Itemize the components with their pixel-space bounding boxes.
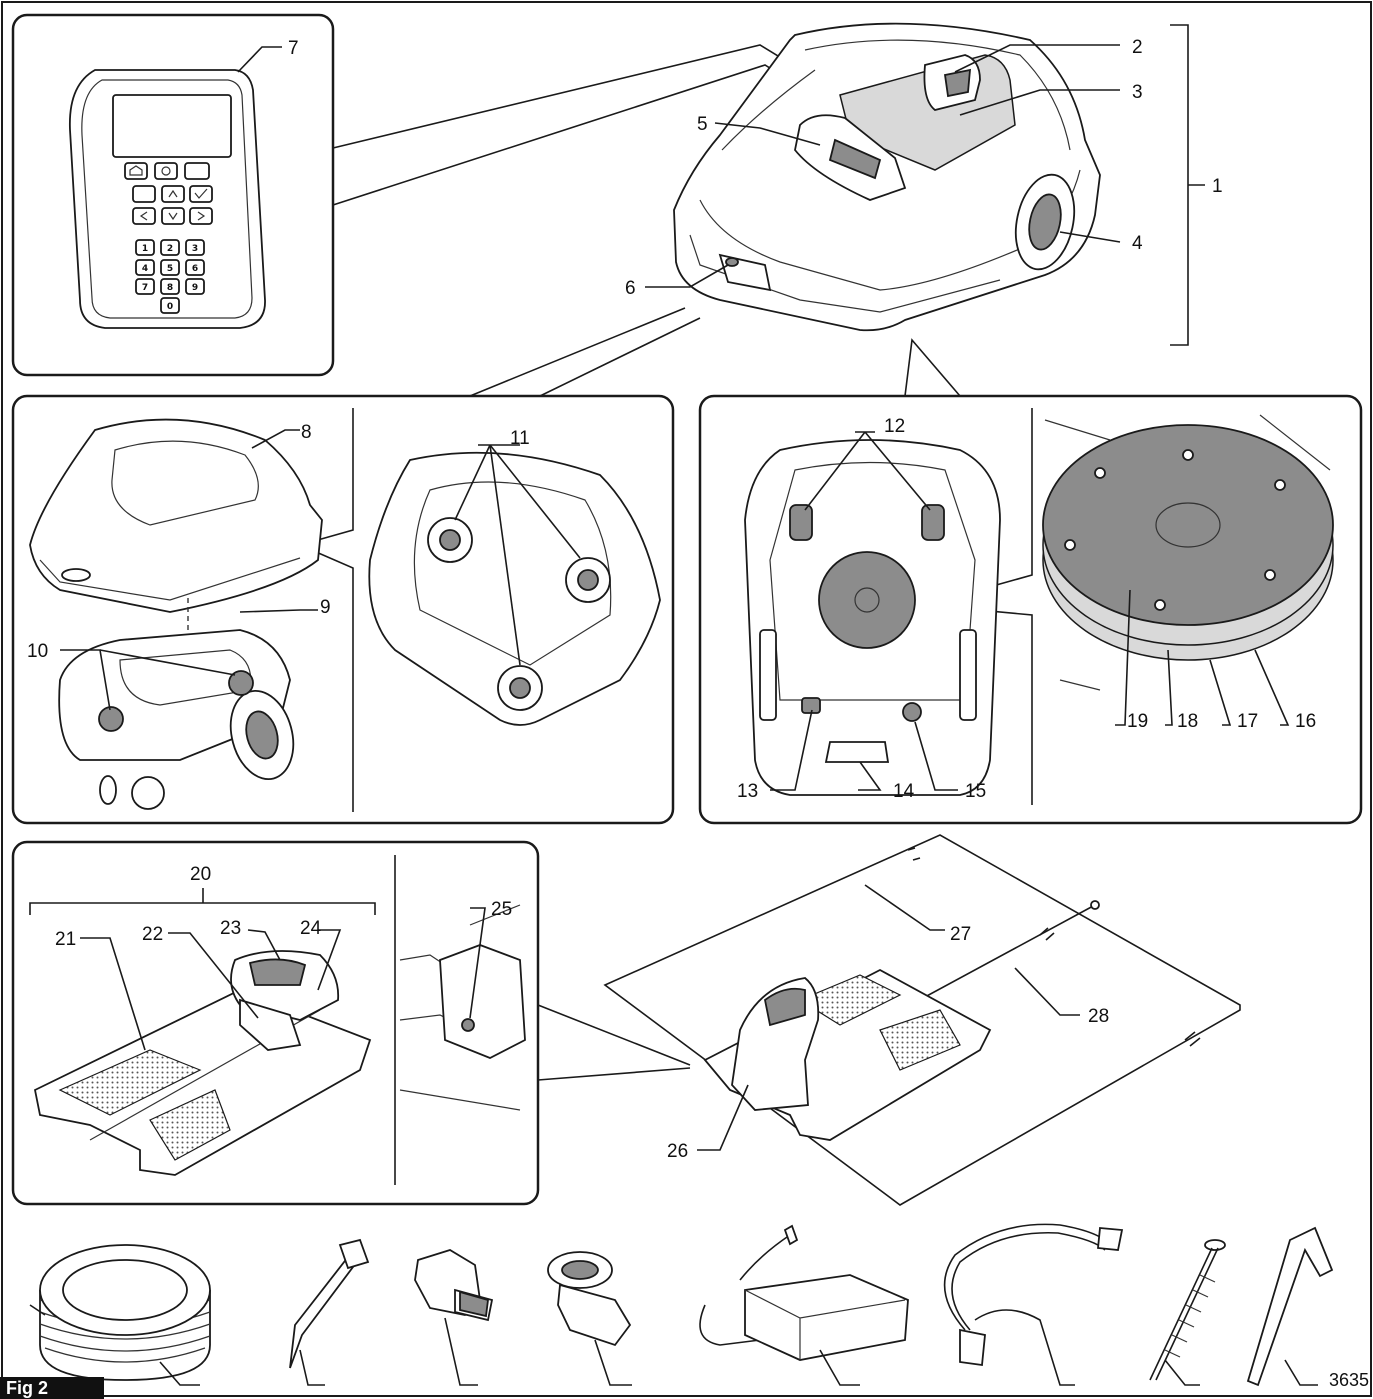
keypad-display — [112, 94, 232, 158]
callout-26: 26 — [667, 1141, 688, 1162]
left-key — [132, 207, 156, 225]
coupler — [547, 1251, 632, 1386]
blade-disc — [818, 551, 916, 649]
installation-overview: 27 28 26 — [603, 834, 1241, 1206]
assembly-bracket — [1170, 24, 1189, 346]
blade-disc-detail — [1042, 424, 1334, 626]
low-voltage-cable — [943, 1223, 1124, 1386]
back-key — [132, 185, 156, 203]
callout-23: 23 — [220, 918, 241, 939]
boundary-wire — [603, 834, 1241, 1206]
number-key-7: 7 — [142, 283, 148, 293]
callout-22: 22 — [142, 924, 163, 945]
chassis-damper — [98, 706, 124, 732]
power-supply — [699, 1224, 909, 1386]
callout-14: 14 — [893, 781, 915, 802]
callout-24: 24 — [300, 918, 322, 939]
wire-spool — [29, 1244, 211, 1386]
robotic-mower: 2 3 5 4 6 1 — [625, 22, 1223, 346]
callout-20: 20 — [190, 864, 211, 885]
down-key — [161, 207, 185, 225]
callout-7: 7 — [288, 38, 299, 59]
front-wheel-left — [789, 504, 813, 541]
callout-28: 28 — [1088, 1006, 1109, 1027]
callout-27: 27 — [950, 924, 971, 945]
callout-3: 3 — [1132, 82, 1143, 103]
callout-8: 8 — [301, 422, 312, 443]
up-key — [161, 185, 185, 203]
body-chassis-panel: 8 9 10 11 — [11, 394, 675, 825]
callout-10: 10 — [27, 641, 48, 662]
callout-12: 12 — [884, 416, 905, 437]
callout-4: 4 — [1132, 233, 1143, 254]
height-knob — [902, 702, 922, 722]
keypad-panel: 1 2 3 4 5 6 7 8 9 0 7 — [11, 13, 335, 377]
ok-key — [189, 185, 213, 203]
wire-connector — [414, 1249, 494, 1386]
callout-6: 6 — [625, 278, 636, 299]
wire-peg — [289, 1238, 370, 1386]
callout-17: 17 — [1237, 711, 1258, 732]
callout-18: 18 — [1177, 711, 1198, 732]
underside-panel: 12 13 14 15 19 18 17 16 — [698, 394, 1363, 825]
callout-9: 9 — [320, 597, 331, 618]
callout-13: 13 — [737, 781, 758, 802]
screw-hole — [461, 1018, 475, 1032]
park-key — [184, 162, 210, 180]
callout-16: 16 — [1295, 711, 1316, 732]
number-key-1: 1 — [142, 244, 148, 254]
number-key-2: 2 — [167, 244, 173, 254]
figure-code: 3635 — [1328, 1370, 1369, 1390]
callout-21: 21 — [55, 929, 76, 950]
hex-key — [1246, 1226, 1334, 1387]
callout-15: 15 — [965, 781, 986, 802]
callout-11: 11 — [510, 428, 530, 449]
number-key-5: 5 — [167, 264, 173, 274]
accessories-row — [29, 1223, 1334, 1387]
charging-station-panel: 20 21 22 23 24 25 — [11, 840, 540, 1206]
body-shell — [29, 418, 323, 613]
callout-19: 19 — [1127, 711, 1148, 732]
settings-key — [154, 162, 178, 180]
charging-station-screw — [1149, 1239, 1226, 1386]
right-key — [189, 207, 213, 225]
front-wheel-right — [921, 504, 945, 541]
callout-2: 2 — [1132, 37, 1143, 58]
main-switch — [801, 697, 821, 714]
callout-1: 1 — [1212, 176, 1223, 197]
number-key-9: 9 — [192, 283, 198, 293]
number-key-8: 8 — [167, 283, 173, 293]
figure-label: Fig 2 — [0, 1377, 104, 1399]
number-key-0: 0 — [167, 302, 173, 312]
number-key-6: 6 — [192, 264, 198, 274]
number-key-4: 4 — [142, 264, 148, 274]
charging-strips — [824, 741, 890, 763]
number-key-3: 3 — [192, 244, 198, 254]
callout-5: 5 — [697, 114, 708, 135]
callout-25: 25 — [491, 899, 512, 920]
number-keys: 1 2 3 4 5 6 7 8 9 0 — [135, 239, 205, 314]
